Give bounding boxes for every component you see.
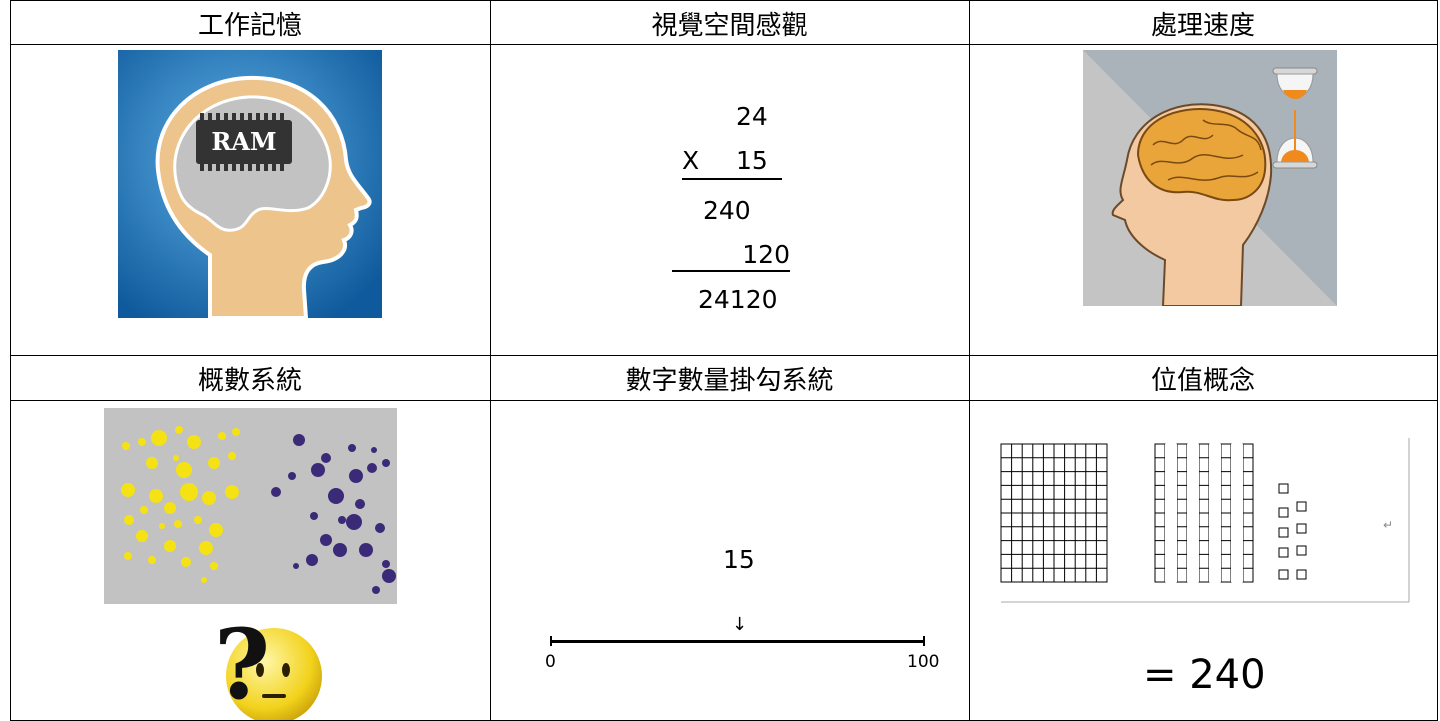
table-divider-1 bbox=[490, 0, 491, 721]
table-border-left bbox=[10, 0, 11, 721]
dot-comparison-image: ? bbox=[104, 408, 397, 721]
brain-hourglass-icon bbox=[1083, 50, 1337, 306]
table-divider-2 bbox=[969, 0, 970, 721]
header-number-quantity-mapping: 數字數量掛勾系統 bbox=[625, 365, 834, 396]
ones-units bbox=[1278, 483, 1307, 580]
partial-product-2: 120 bbox=[672, 240, 790, 272]
ram-chip-label: RAM bbox=[211, 127, 276, 156]
row-divider bbox=[10, 355, 1438, 356]
place-value-blocks bbox=[995, 430, 1415, 630]
processing-speed-image bbox=[1083, 50, 1337, 306]
multiplier-row: X 15 bbox=[682, 146, 782, 180]
place-value-equation: = 240 bbox=[1143, 652, 1266, 698]
multiply-operator: X bbox=[682, 146, 700, 175]
number-line-start-label: 0 bbox=[545, 652, 556, 672]
dot-comparison-graphic: ? bbox=[104, 408, 397, 721]
number-line-start-tick bbox=[550, 636, 552, 646]
table-border-top bbox=[10, 0, 1438, 1]
table-border-right bbox=[1437, 0, 1438, 721]
number-line-end-tick bbox=[923, 636, 925, 646]
header-working-memory: 工作記憶 bbox=[197, 10, 302, 41]
partial-product-1: 240 bbox=[703, 196, 751, 225]
comparison-table: 工作記憶 視覺空間感觀 處理速度 RAM 24 X 15 240 bbox=[10, 0, 1438, 721]
confused-smiley-icon: ? bbox=[214, 608, 322, 721]
header-place-value: 位值概念 bbox=[1150, 365, 1255, 396]
number-line bbox=[550, 640, 925, 643]
base-ten-blocks-graphic bbox=[1000, 438, 1410, 603]
question-mark: ? bbox=[214, 608, 270, 721]
header-visual-spatial: 視覺空間感觀 bbox=[651, 10, 808, 41]
number-line-target: 15 bbox=[723, 545, 755, 574]
header-processing-speed: 處理速度 bbox=[1150, 10, 1255, 41]
number-line-end-label: 100 bbox=[907, 652, 940, 672]
multiplicand: 24 bbox=[736, 102, 768, 131]
number-line-arrow: ↓ bbox=[732, 614, 748, 635]
hourglass-icon bbox=[1272, 67, 1318, 169]
product-result: 24120 bbox=[698, 285, 778, 314]
hundreds-block bbox=[1000, 443, 1108, 583]
header-approximate-number-system: 概數系統 bbox=[197, 365, 302, 396]
paragraph-return-mark: ↵ bbox=[1383, 518, 1394, 532]
header-row-1-divider bbox=[10, 44, 1438, 45]
working-memory-image: RAM bbox=[118, 50, 382, 318]
header-row-2-divider bbox=[10, 400, 1438, 401]
multiplier: 15 bbox=[736, 146, 768, 175]
ram-head-icon: RAM bbox=[118, 50, 382, 318]
